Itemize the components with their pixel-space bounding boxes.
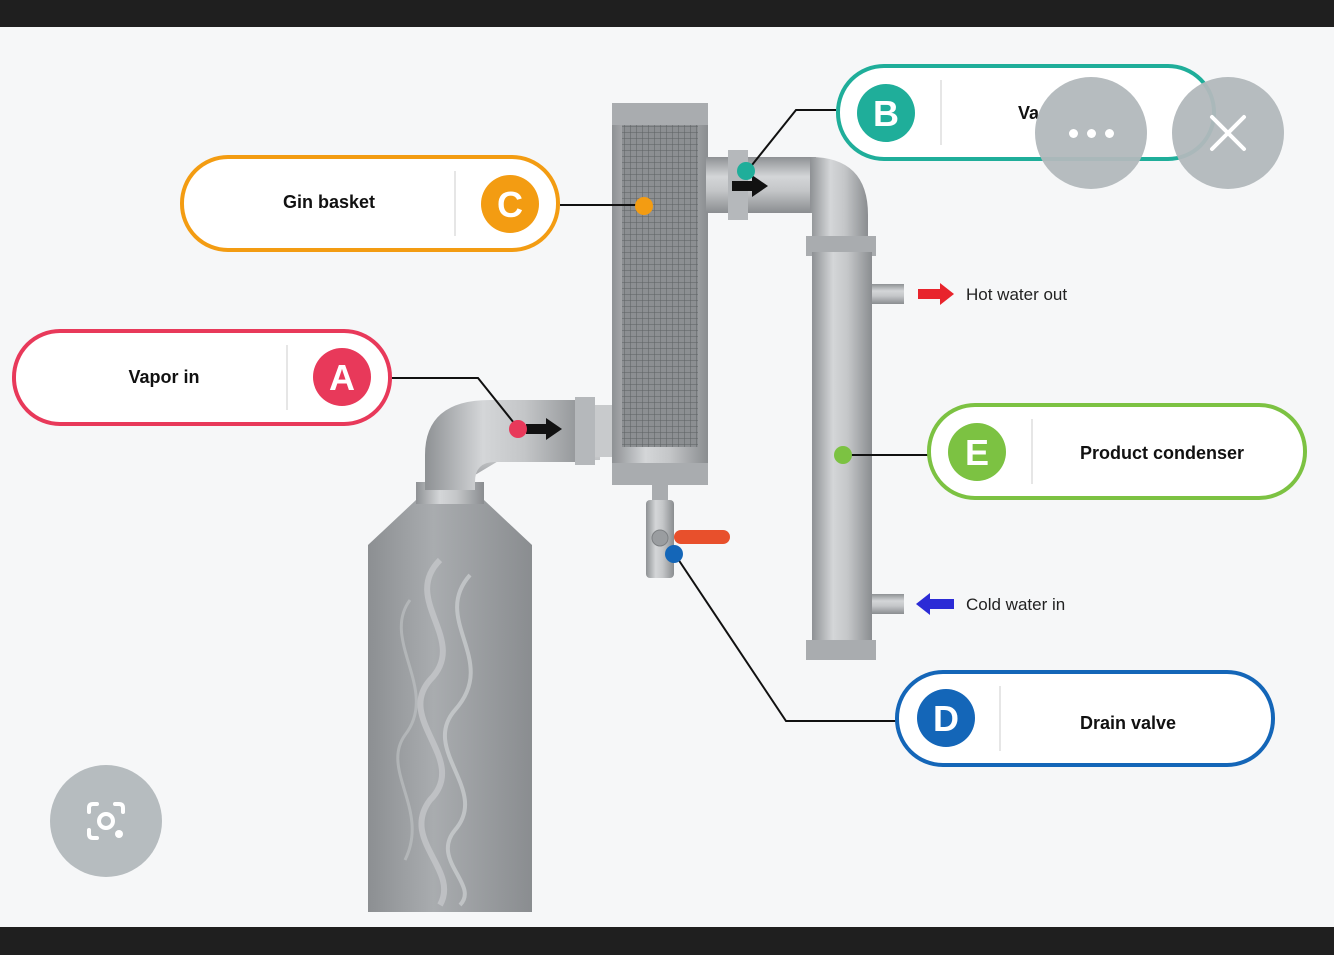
vapor-pipe [425,397,615,490]
cold-water-label: Cold water in [966,595,1065,614]
callout-b-letter: B [873,93,899,134]
lens-search-button[interactable] [50,765,162,877]
callout-a-label: Vapor in [128,367,199,387]
top-bar [0,0,1334,27]
more-options-button[interactable] [1035,77,1147,189]
callout-d-letter: D [933,698,959,739]
callout-d-label: Drain valve [1080,713,1176,733]
boiler-tank [368,482,532,912]
callout-a-letter: A [329,357,355,398]
leader-lines [392,109,928,722]
vapor-outlet-pipe [706,150,876,256]
marker-dot-a [509,420,527,438]
callout-e: E Product condenser [927,403,1307,500]
callout-b-label: Va [1018,103,1040,123]
callout-c-label: Gin basket [283,192,375,212]
close-icon [1210,115,1246,151]
drain-valve [646,483,730,578]
marker-dot-c [635,197,653,215]
marker-dot-d [665,545,683,563]
callout-c-letter: C [497,184,523,225]
close-button[interactable] [1172,77,1284,189]
distillation-diagram: Hot water out Cold water in A Vapor in [12,64,1307,912]
callout-c: C Gin basket [180,155,560,252]
callout-e-letter: E [965,432,989,473]
vapor-flow-arrow-b [732,175,768,197]
callout-e-label: Product condenser [1080,443,1244,463]
gin-basket-column [612,103,708,485]
callout-b: B Va [836,64,1216,161]
vapor-flow-arrow-a [526,418,562,440]
lens-search-icon [87,802,125,840]
hot-water-label: Hot water out [966,285,1067,304]
callout-d: D Drain valve [895,670,1275,767]
more-horizontal-icon [1068,128,1114,138]
hot-water-arrow [918,283,954,305]
cold-water-arrow [916,593,954,615]
marker-dot-b [737,162,755,180]
callout-a: A Vapor in [12,329,392,426]
marker-dot-e [834,446,852,464]
bottom-bar [0,927,1334,955]
